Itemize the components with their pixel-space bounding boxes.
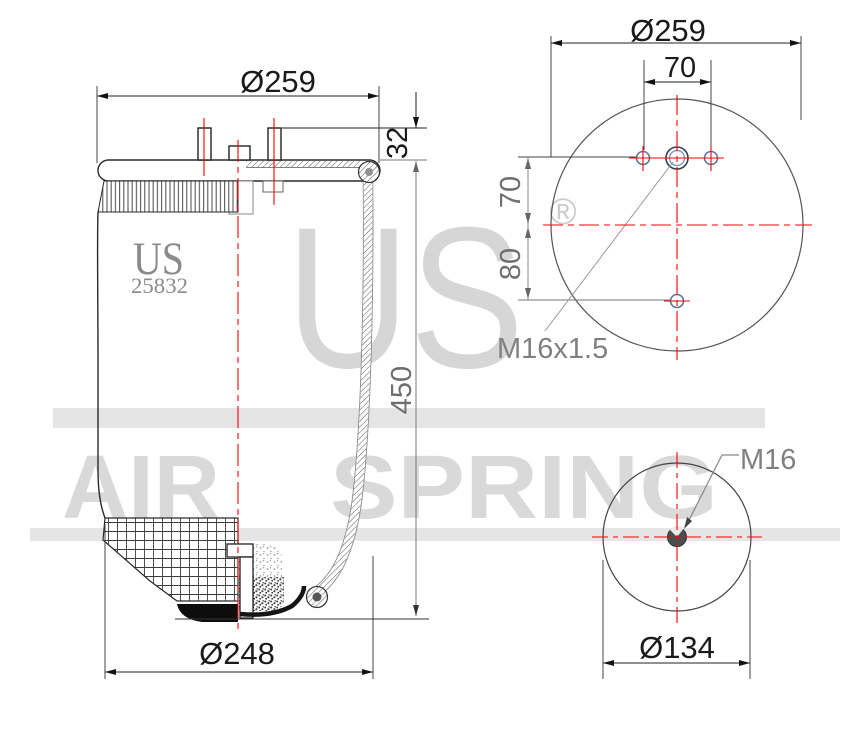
dim-piston-diameter: Ø134	[639, 630, 715, 665]
side-view-dimensions: Ø259 32 450 Ø248	[96, 64, 427, 679]
dim-stud-height: 32	[382, 127, 414, 159]
dim-diameter-bottom: Ø248	[199, 636, 275, 671]
dim-height: 450	[386, 366, 418, 414]
watermark-word-spring: SPRING	[330, 438, 718, 538]
dim-diameter-top: Ø259	[240, 64, 316, 99]
top-plate-section-hatch	[246, 161, 360, 167]
piston-boss	[226, 543, 254, 558]
crimp-band	[97, 180, 239, 213]
dim-lower-hole-offset: 80	[495, 248, 527, 280]
top-view: Ø259 70 70 80 M16x1.5	[495, 13, 804, 365]
dim-flange-diameter: Ø259	[630, 13, 706, 48]
bellows-left-edge	[96, 211, 106, 519]
top-bead-ring	[357, 160, 381, 184]
mounting-studs	[197, 127, 282, 161]
bolt-hole-highlight	[670, 526, 684, 537]
piston-mesh	[102, 517, 239, 602]
registered-trademark-icon: ®	[549, 191, 576, 232]
dim-center-offset: 70	[495, 176, 527, 208]
air-fitting	[228, 145, 251, 161]
stud-nut-section	[262, 180, 284, 193]
rubber-roll-line	[239, 585, 307, 617]
bottom-plate	[177, 604, 238, 622]
piston-skirt	[239, 556, 254, 619]
watermark-band-upper	[53, 408, 765, 428]
centerlines	[203, 95, 812, 632]
thread-label-top-view: M16x1.5	[497, 333, 608, 365]
bottom-view: M16 Ø134	[602, 444, 796, 679]
marking-brand: US	[133, 233, 184, 285]
bellows-wall-section	[315, 181, 374, 595]
dim-stud-spacing: 70	[664, 52, 696, 84]
bottom-bead-ring	[305, 585, 329, 609]
thread-label-bottom-view: M16	[740, 444, 796, 476]
watermark-brand: US	[286, 185, 524, 410]
bolt-leader-line	[685, 454, 739, 527]
marking-part-number: 25832	[131, 273, 188, 298]
thread-leader-line	[544, 161, 674, 332]
